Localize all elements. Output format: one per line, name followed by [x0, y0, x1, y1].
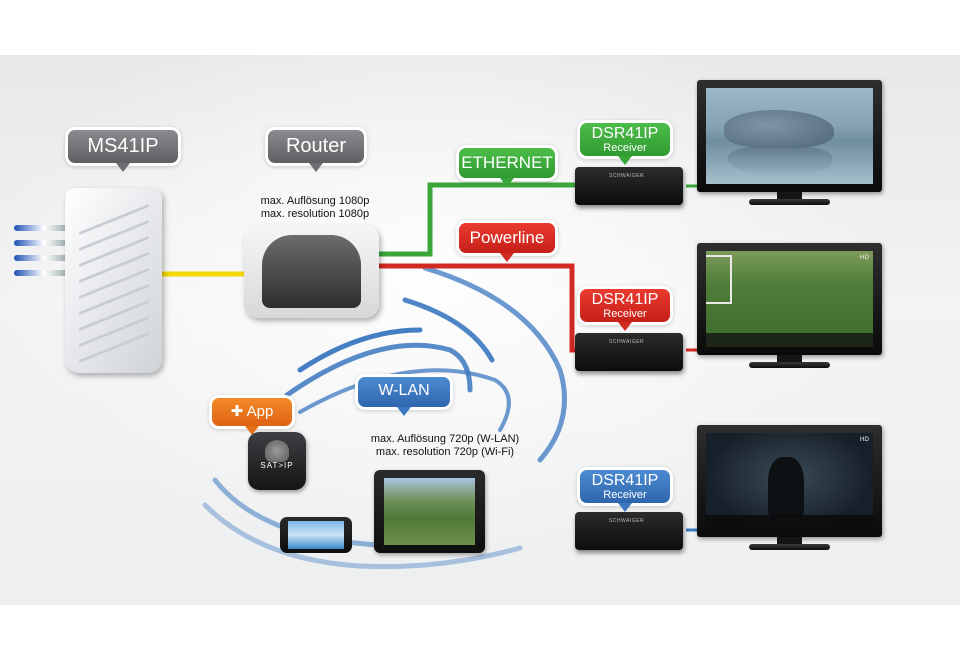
tv-2: HD — [697, 243, 882, 373]
wlan-label: W-LAN — [358, 377, 450, 416]
tablet — [374, 470, 485, 553]
tv-3-screen: HD — [706, 433, 873, 529]
router-label: Router — [268, 130, 364, 172]
wlan-wave-3 — [298, 368, 511, 432]
tv-3: HD — [697, 425, 882, 555]
wlan-wave-1 — [297, 327, 423, 373]
tv-1 — [697, 80, 882, 210]
coax-plug-4 — [14, 270, 68, 276]
tv-2-screen: HD — [706, 251, 873, 347]
wlan-wave-4 — [402, 297, 495, 363]
receiver-2-box: SCHWAIGER — [575, 333, 683, 371]
receiver-1-box: SCHWAIGER — [575, 167, 683, 205]
wlan-wave-7 — [202, 502, 523, 570]
router-resolution-note: max. Auflösung 1080p max. resolution 108… — [260, 195, 370, 220]
receiver-1-label: DSR41IP Receiver — [580, 123, 670, 165]
router-device — [244, 225, 379, 318]
powerline-label: Powerline — [459, 223, 555, 262]
coax-plug-3 — [14, 255, 68, 261]
plus-icon: ✚ — [230, 403, 244, 420]
ms41ip-device — [65, 188, 162, 373]
tv-1-screen — [706, 88, 873, 184]
receiver-3-label: DSR41IP Receiver — [580, 470, 670, 512]
satip-app-icon: SAT>IP — [248, 432, 306, 490]
wlan-resolution-note: max. Auflösung 720p (W-LAN) max. resolut… — [370, 433, 520, 458]
ethernet-label: ETHERNET — [459, 148, 555, 187]
smartphone — [280, 517, 352, 553]
receiver-2-label: DSR41IP Receiver — [580, 289, 670, 331]
app-label: ✚ App — [212, 398, 292, 435]
wlan-wave-2 — [284, 342, 473, 398]
coax-plug-2 — [14, 240, 68, 246]
coax-plug-1 — [14, 225, 68, 231]
wlan-wave-5 — [422, 265, 567, 463]
ms41ip-label: MS41IP — [68, 130, 178, 172]
receiver-3-box: SCHWAIGER — [575, 512, 683, 550]
